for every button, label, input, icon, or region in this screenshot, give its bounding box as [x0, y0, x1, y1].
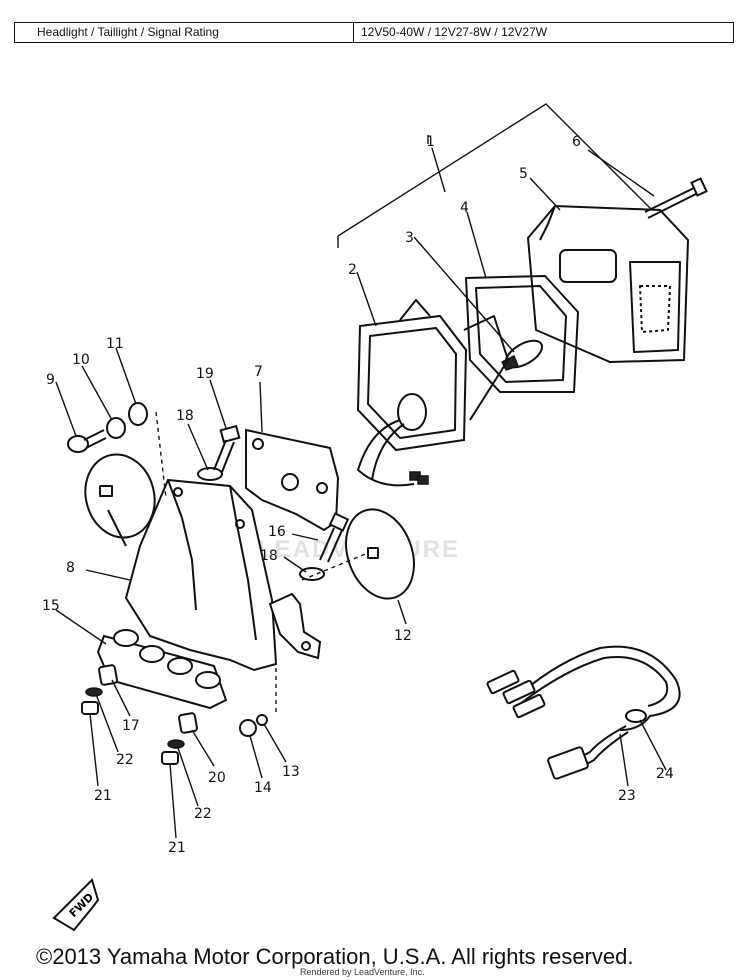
callout-11: 11 [106, 336, 124, 352]
nut-14 [239, 719, 257, 737]
callout-18a: 18 [176, 408, 194, 424]
reflector-right [301, 508, 415, 600]
callout-5: 5 [519, 166, 528, 182]
leader-lines [55, 147, 667, 839]
washer-18-lower [299, 567, 325, 581]
grommet-20 [178, 712, 198, 734]
callout-21a: 21 [94, 788, 112, 804]
callout-12: 12 [394, 628, 412, 644]
callout-22a: 22 [116, 752, 134, 768]
washer-18-upper [197, 467, 223, 481]
callout-15: 15 [42, 598, 60, 614]
lens-housing [526, 204, 690, 364]
callout-4: 4 [460, 200, 469, 216]
callout-9: 9 [46, 372, 55, 388]
callout-8: 8 [66, 560, 75, 576]
callout-6: 6 [572, 134, 581, 150]
renderer-note: Rendered by LeadVenture, Inc. [300, 967, 425, 977]
callout-10: 10 [72, 352, 90, 368]
reflector-left [84, 453, 156, 547]
rear-fender [124, 478, 278, 672]
washer-22-right [167, 739, 185, 749]
callout-7: 7 [254, 364, 263, 380]
assembly-bracket [337, 103, 671, 248]
washer-22-left [85, 687, 103, 697]
washer-13 [256, 714, 268, 726]
wire-harness [486, 645, 681, 780]
spacer-11 [128, 402, 148, 426]
callout-13: 13 [282, 764, 300, 780]
callout-19: 19 [196, 366, 214, 382]
bulb [500, 339, 544, 371]
bolt-9 [67, 429, 107, 453]
exploded-parts-diagram: LEADVENTURE [42, 103, 708, 932]
collar-10 [106, 417, 126, 439]
callout-24: 24 [656, 766, 674, 782]
callout-2: 2 [348, 262, 357, 278]
rating-value: 12V50-40W / 12V27-8W / 12V27W [361, 25, 548, 39]
mount-stay [268, 592, 322, 660]
taillight-base [356, 299, 509, 487]
callout-14: 14 [254, 780, 272, 796]
callouts: 1 2 3 4 5 6 7 8 9 10 11 12 13 14 15 16 1… [42, 134, 674, 856]
callout-3: 3 [405, 230, 414, 246]
rating-label: Headlight / Taillight / Signal Rating [15, 23, 354, 42]
callout-1: 1 [426, 134, 435, 150]
grommet-17 [98, 664, 118, 686]
bolt-19 [213, 424, 241, 473]
fwd-arrow: FWD [52, 878, 100, 932]
bolt-16 [319, 512, 350, 563]
callout-23: 23 [618, 788, 636, 804]
gasket [465, 275, 579, 393]
copyright-notice: ©2013 Yamaha Motor Corporation, U.S.A. A… [36, 944, 634, 969]
callout-16: 16 [268, 524, 286, 540]
callout-18b: 18 [260, 548, 278, 564]
callout-17: 17 [122, 718, 140, 734]
signal-bar [96, 629, 228, 710]
nut-21-left [81, 701, 99, 715]
long-screw [644, 177, 708, 219]
license-bracket [245, 428, 340, 532]
nut-21-right [161, 751, 179, 765]
callout-21b: 21 [168, 840, 186, 856]
rating-table: Headlight / Taillight / Signal Rating 12… [14, 22, 734, 43]
callout-20: 20 [208, 770, 226, 786]
callout-22b: 22 [194, 806, 212, 822]
